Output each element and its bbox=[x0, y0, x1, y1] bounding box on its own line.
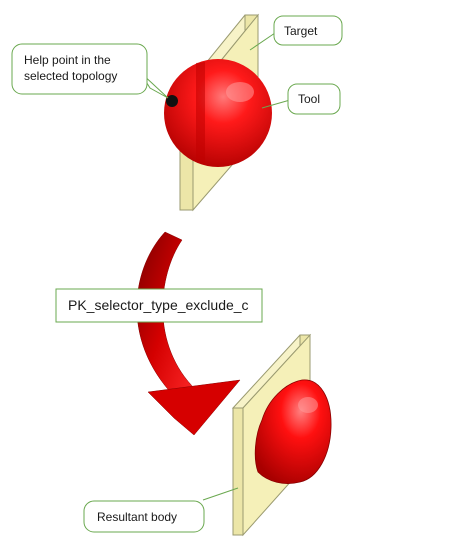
transform-arrow bbox=[136, 231, 241, 436]
tool-sphere bbox=[164, 59, 272, 167]
tool-label: Tool bbox=[298, 92, 321, 106]
operation-label: PK_selector_type_exclude_c bbox=[68, 297, 249, 313]
target-label: Target bbox=[284, 24, 318, 38]
tool-callout bbox=[261, 83, 341, 115]
target-callout bbox=[249, 15, 343, 51]
help-point-callout bbox=[11, 43, 169, 99]
help-point-label: Help point in the selected topology bbox=[24, 53, 118, 83]
operation-box bbox=[55, 288, 263, 323]
resultant-label: Resultant body bbox=[97, 510, 178, 524]
help-point-marker bbox=[166, 95, 178, 107]
resultant-dome bbox=[254, 379, 332, 484]
resultant-callout bbox=[83, 487, 239, 533]
